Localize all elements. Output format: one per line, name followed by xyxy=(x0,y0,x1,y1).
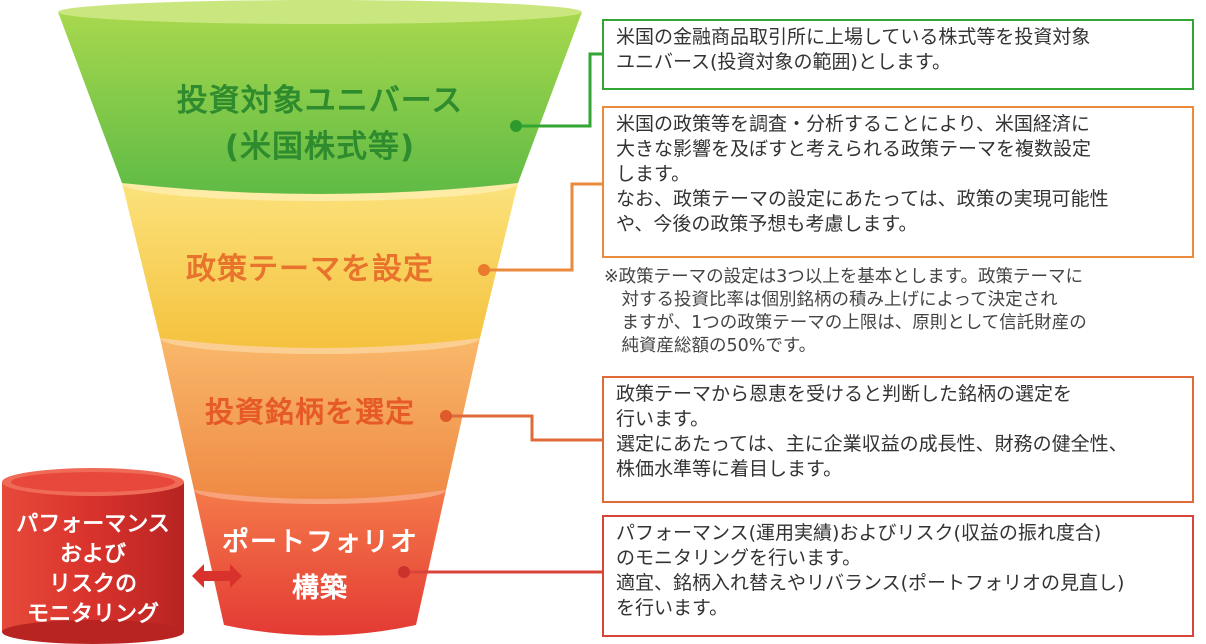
connector-dot-3 xyxy=(440,410,452,422)
description-box-universe: 米国の金融商品取引所に上場している株式等を投資対象 ユニバース(投資対象の範囲)… xyxy=(602,19,1194,90)
monitoring-label: パフォーマンス および リスクの モニタリング xyxy=(16,512,170,627)
policy-theme-note: ※政策テーマの設定は3つ以上を基本とします。政策テーマに 対する投資比率は個別銘… xyxy=(604,267,1087,356)
funnel-segment-3 xyxy=(160,338,480,499)
funnel-segment-4 xyxy=(194,490,446,636)
double-arrow-icon xyxy=(192,564,242,588)
connector-dot-4 xyxy=(398,566,410,578)
description-box-policy-theme: 米国の政策等を調査・分析することにより、米国経済に 大きな影響を及ぼすと考えられ… xyxy=(602,106,1194,258)
connector-dot-1 xyxy=(510,120,522,132)
stage-label-portfolio: ポートフォリオ 構築 xyxy=(222,527,418,604)
funnel-segment-1 xyxy=(58,12,582,194)
connector-2 xyxy=(484,182,602,272)
description-box-stock-selection: 政策テーマから恩恵を受けると判断した銘柄の選定を 行います。 選定にあたっては、… xyxy=(602,376,1194,503)
stage-label-policy-theme: 政策テーマを設定 xyxy=(186,252,434,287)
stage-label-stock-selection: 投資銘柄を選定 xyxy=(204,395,415,429)
connector-3 xyxy=(446,414,602,442)
connector-dot-2 xyxy=(478,264,490,276)
connector-1 xyxy=(516,52,602,128)
funnel-segment-2 xyxy=(122,183,518,348)
funnel-segment-1-top xyxy=(58,0,582,24)
description-box-portfolio: パフォーマンス(運用実績)およびリスク(収益の振れ度合) のモニタリングを行いま… xyxy=(602,515,1194,637)
stage-label-universe: 投資対象ユニバース (米国株式等) xyxy=(176,83,464,165)
monitoring-cylinder xyxy=(2,468,184,644)
